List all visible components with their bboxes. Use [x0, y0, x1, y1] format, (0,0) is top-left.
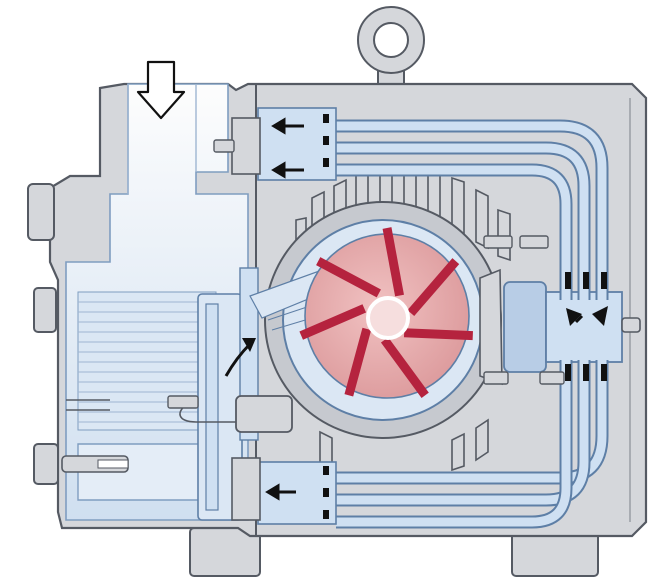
rotor-vane	[407, 258, 460, 316]
inlet-arrow-icon	[136, 60, 186, 120]
valve-tick	[565, 364, 571, 373]
valve-tick	[323, 158, 329, 167]
valve-tick	[601, 280, 607, 289]
valve-tick	[323, 114, 329, 123]
outlet-valve-block	[479, 268, 641, 386]
inlet-valve-column	[179, 267, 293, 521]
valve-ticks	[323, 114, 607, 519]
outlet-arrow-left-icon	[566, 308, 582, 326]
flow-channel	[336, 143, 589, 300]
valve-tick	[583, 364, 589, 373]
flow-guide	[224, 269, 331, 377]
port-arrow-top-1-icon	[271, 117, 304, 135]
rotor-vane	[403, 328, 473, 341]
valve-tick	[323, 136, 329, 145]
valve-tick	[583, 372, 589, 381]
flow-channel	[336, 360, 571, 527]
fittings	[167, 139, 565, 409]
flow-channel	[336, 360, 589, 505]
valve-tick	[323, 488, 329, 497]
filter-element	[77, 291, 217, 431]
rotor-vane	[382, 227, 404, 297]
flow-channels	[336, 119, 609, 529]
rotor-vane	[316, 257, 381, 298]
flow-channel	[336, 121, 607, 300]
valve-tick	[601, 272, 607, 281]
rotor-vane	[380, 337, 429, 398]
valve-tick	[323, 466, 329, 475]
valve-tick	[565, 372, 571, 381]
rotor-vane	[299, 304, 367, 340]
port-arrow-bottom-icon	[265, 483, 296, 501]
rotor-vane	[344, 327, 372, 397]
valve-tick	[583, 272, 589, 281]
rotor-assembly	[299, 227, 473, 399]
valve-tick	[565, 272, 571, 281]
rotor-vanes	[299, 227, 473, 398]
valve-tick	[565, 280, 571, 289]
mounting-feet	[189, 527, 599, 577]
valve-tick	[323, 510, 329, 519]
rotor-shaft	[366, 296, 410, 340]
port-arrow-top-2-icon	[271, 161, 304, 179]
lifting-eye	[357, 6, 425, 89]
flow-channel	[336, 165, 571, 300]
valve-tick	[583, 280, 589, 289]
valve-tick	[601, 372, 607, 381]
valve-tick	[601, 364, 607, 373]
